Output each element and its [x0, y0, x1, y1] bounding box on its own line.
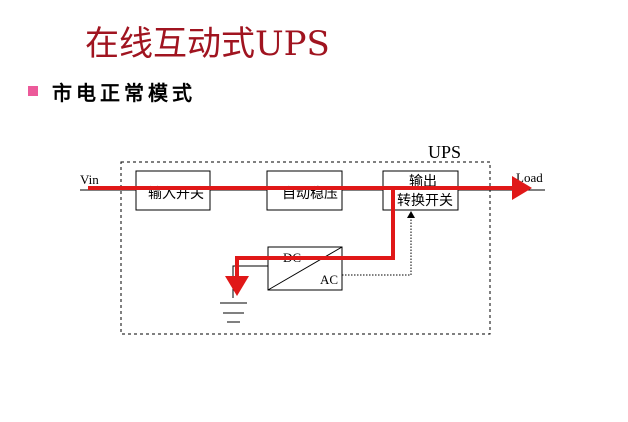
bullet-marker: [28, 86, 38, 96]
ups-label: UPS: [428, 142, 461, 162]
control-signal-line: [342, 211, 415, 276]
bullet-text: 市电正常模式: [52, 81, 196, 105]
power-flow-arrow-charge: [225, 188, 395, 296]
input-switch-block: 输入开关: [135, 170, 211, 211]
slide-title: 在线互动式UPS: [85, 24, 330, 64]
ground-icon: [220, 302, 247, 323]
output-switch-label-2: 转换开关: [397, 192, 453, 209]
vin-label: Vin: [80, 172, 99, 187]
output-switch-block: 输出 转换开关: [382, 170, 459, 211]
dc-ac-converter: DC AC: [267, 246, 343, 291]
ac-label: AC: [320, 272, 338, 287]
load-label: Load: [516, 170, 543, 185]
ups-boundary: [120, 161, 491, 335]
avr-block: 自动稳压: [266, 170, 343, 211]
